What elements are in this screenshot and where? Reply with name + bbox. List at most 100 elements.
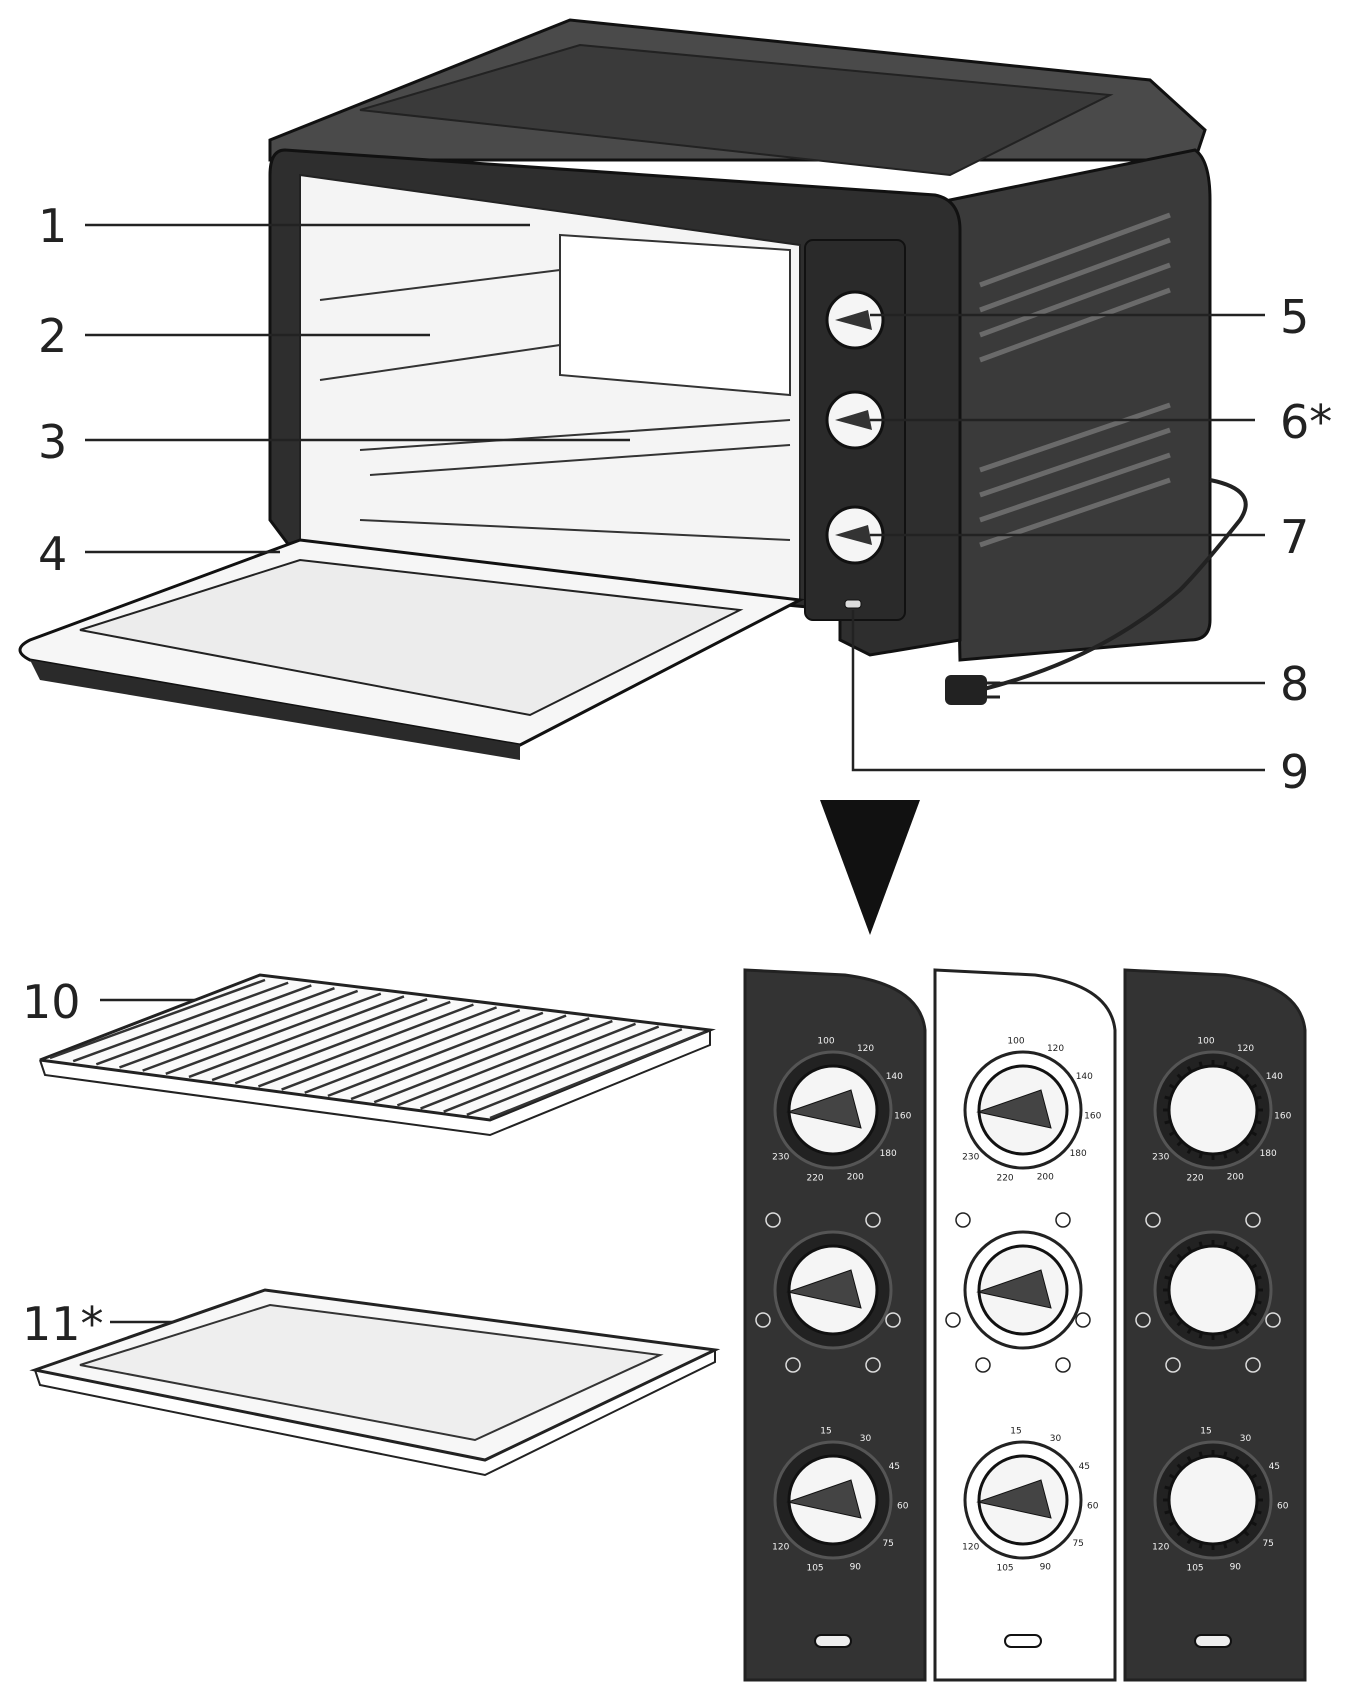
function-symbol-icon — [945, 1312, 961, 1328]
knob-pointer — [786, 1479, 862, 1519]
rack-bar — [72, 981, 289, 1063]
callout-10: 10 — [22, 975, 81, 1029]
scale-label: 75 — [882, 1539, 893, 1549]
rack-bar — [443, 1025, 660, 1113]
scale-label: 90 — [1040, 1562, 1052, 1572]
rack-bar — [119, 987, 335, 1069]
function-symbol-icon — [1075, 1312, 1091, 1328]
scale-label: 220 — [996, 1174, 1013, 1184]
temperature-knob — [825, 290, 885, 350]
callout-3: 3 — [38, 415, 67, 469]
scale-label: 120 — [772, 1543, 789, 1553]
function-symbol-icon — [885, 1312, 901, 1328]
function-symbol-icon — [785, 1357, 801, 1373]
control-panel-dark: 1001201401601802002202301530456075901051… — [743, 968, 927, 1682]
scale-label: 140 — [1266, 1072, 1283, 1082]
oven-body — [18, 18, 1248, 760]
wire-rack — [39, 973, 716, 1137]
scale-label: 90 — [850, 1562, 862, 1572]
scale-label: 105 — [806, 1564, 823, 1574]
scale-label: 45 — [1269, 1462, 1280, 1472]
scale-label: 100 — [1197, 1036, 1214, 1046]
down-arrow-icon — [820, 800, 920, 935]
rack-bar — [489, 1030, 706, 1120]
knob-pointer — [976, 1479, 1052, 1519]
function-symbol-icon — [975, 1357, 991, 1373]
callout-4: 4 — [38, 527, 67, 581]
scale-label: 75 — [1262, 1539, 1273, 1549]
scale-label: 160 — [1084, 1112, 1101, 1122]
knob — [1167, 1064, 1259, 1156]
rack-bar — [373, 1017, 590, 1104]
scale-label: 60 — [897, 1502, 909, 1512]
rack-bar — [165, 992, 382, 1075]
function-symbol-icon — [1165, 1357, 1181, 1373]
scale-label: 120 — [1237, 1044, 1254, 1054]
knob-pointer — [976, 1269, 1052, 1309]
scale-label: 30 — [1240, 1434, 1252, 1444]
function-symbol-icon — [1145, 1212, 1161, 1228]
scale-label: 120 — [1047, 1044, 1064, 1054]
rack-bar — [234, 1000, 451, 1085]
indicator-light — [814, 1634, 852, 1648]
scale-label: 200 — [1227, 1172, 1244, 1182]
indicator-light — [1194, 1634, 1232, 1648]
callout-lines — [85, 223, 1265, 1324]
callout-1: 1 — [38, 199, 67, 253]
scale-label: 120 — [1152, 1543, 1169, 1553]
rack-bar — [95, 984, 312, 1066]
scale-label: 15 — [820, 1426, 831, 1436]
knob-pointer — [786, 1269, 862, 1309]
function-symbol-icon — [865, 1212, 881, 1228]
callout-7: 7 — [1280, 510, 1309, 564]
rack-bar — [281, 1006, 498, 1091]
callout-8: 8 — [1280, 657, 1309, 711]
function-symbol-icon — [765, 1212, 781, 1228]
scale-label: 230 — [962, 1153, 979, 1163]
rack-bar — [304, 1008, 521, 1094]
scale-label: 220 — [1186, 1174, 1203, 1184]
scale-label: 140 — [886, 1072, 903, 1082]
scale-label: 100 — [817, 1036, 834, 1046]
power-cord — [979, 478, 1248, 692]
function-symbol-icon — [1245, 1212, 1261, 1228]
function-symbol-icon — [1055, 1212, 1071, 1228]
knob — [1167, 1454, 1259, 1546]
indicator-light — [844, 599, 862, 609]
scale-label: 180 — [880, 1149, 897, 1159]
callout-9: 9 — [1280, 745, 1309, 799]
rack-bar — [257, 1003, 474, 1088]
callout-6: 6* — [1280, 395, 1332, 449]
plug — [945, 675, 1000, 705]
scale-label: 30 — [860, 1434, 872, 1444]
rack-bar — [420, 1022, 636, 1110]
scale-label: 200 — [847, 1172, 864, 1182]
rack-bar — [188, 995, 405, 1079]
control-panel-dark-textured: 1001201401601802002202301530456075901051… — [1123, 968, 1307, 1682]
scale-label: 140 — [1076, 1072, 1093, 1082]
scale-label: 45 — [1079, 1462, 1090, 1472]
knob — [1167, 1244, 1259, 1336]
scale-label: 160 — [1274, 1112, 1291, 1122]
scale-label: 75 — [1072, 1539, 1083, 1549]
scale-label: 105 — [996, 1564, 1013, 1574]
rack-bar — [466, 1028, 683, 1117]
scale-label: 120 — [857, 1044, 874, 1054]
function-symbol-icon — [1265, 1312, 1281, 1328]
scale-label: 45 — [889, 1462, 900, 1472]
scale-label: 60 — [1277, 1502, 1289, 1512]
function-symbol-icon — [1245, 1357, 1261, 1373]
scale-label: 105 — [1186, 1564, 1203, 1574]
scale-label: 60 — [1087, 1502, 1099, 1512]
function-symbol-icon — [865, 1357, 881, 1373]
rack-bar — [327, 1011, 544, 1098]
scale-label: 160 — [894, 1112, 911, 1122]
function-symbol-icon — [1135, 1312, 1151, 1328]
scale-label: 220 — [806, 1174, 823, 1184]
callout-11: 11* — [22, 1297, 104, 1351]
function-symbol-icon — [955, 1212, 971, 1228]
side-vents — [979, 212, 1171, 548]
scale-label: 230 — [1152, 1153, 1169, 1163]
knob-pointer — [786, 1089, 862, 1129]
